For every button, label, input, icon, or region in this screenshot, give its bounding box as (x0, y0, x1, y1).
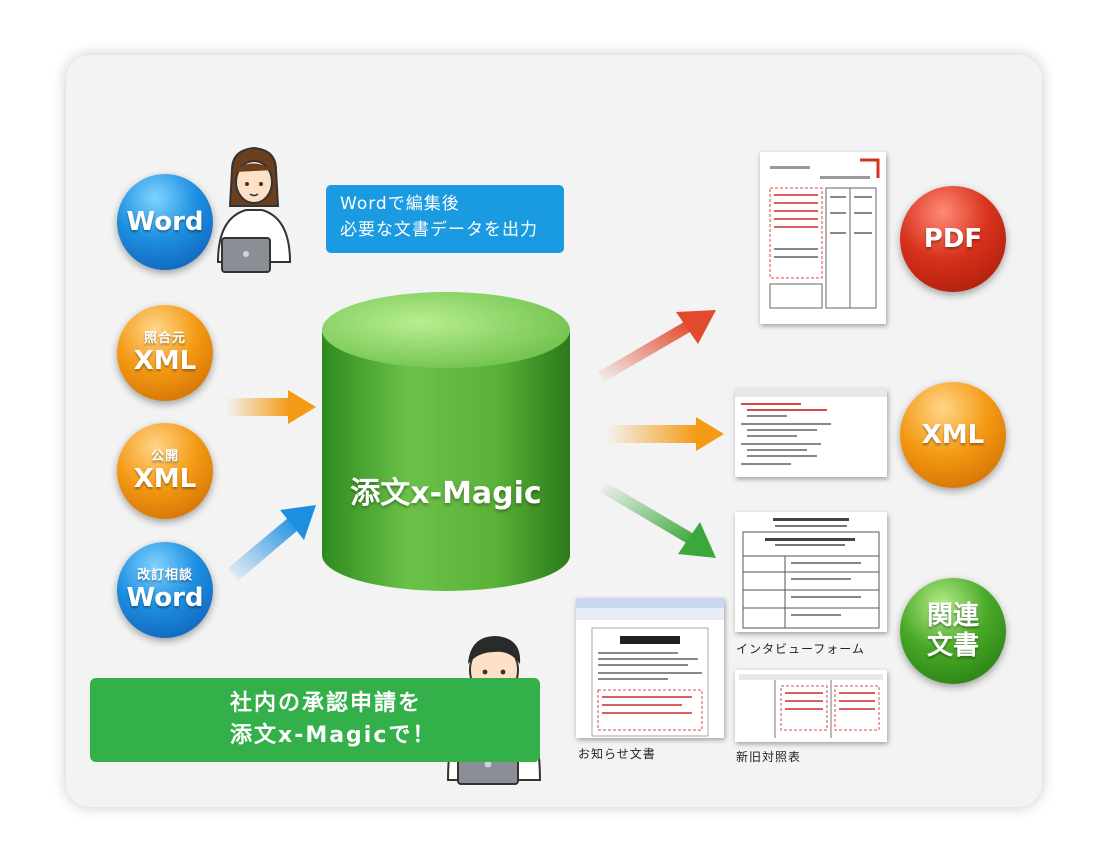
comparison-table-thumbnail (735, 670, 887, 742)
arrow-out-green (600, 482, 716, 558)
callout-line-1: Wordで編集後 (340, 194, 460, 214)
comparison-table-caption: 新旧対照表 (736, 750, 802, 764)
notice-document-caption: お知らせ文書 (578, 747, 656, 761)
related-docs-output-circle: 関連 文書 (900, 578, 1006, 684)
approval-banner: 社内の承認申請を 添文x-Magicで！ (90, 678, 540, 762)
ref-xml-top-label: 照合元 (143, 330, 186, 346)
pub-xml-top-label: 公開 (150, 448, 179, 464)
xml-output-label: XML (921, 420, 985, 450)
word-input-circle: Word (117, 174, 213, 270)
rev-word-top-label: 改訂相談 (136, 567, 193, 583)
edit-callout: Wordで編集後 必要な文書データを出力 (326, 185, 564, 253)
ref-xml-bottom-label: XML (133, 345, 197, 376)
xml-document-thumbnail (735, 389, 887, 477)
arrow-in-orange (226, 390, 316, 424)
rev-word-bottom-label: Word (126, 582, 204, 613)
banner-line-1: 社内の承認申請を (230, 691, 423, 716)
pub-xml-input-circle: 公開 XML (117, 423, 213, 519)
pub-xml-bottom-label: XML (133, 463, 197, 494)
pdf-output-label: PDF (923, 224, 983, 254)
notice-document-thumbnail (576, 598, 724, 738)
banner-line-2: 添文x-Magicで！ (230, 723, 437, 748)
database-cylinder (322, 292, 570, 591)
related-docs-line-1: 関連 (926, 601, 979, 631)
arrow-in-blue (228, 505, 316, 581)
xml-output-circle: XML (900, 382, 1006, 488)
ref-xml-input-circle: 照合元 XML (117, 305, 213, 401)
word-input-label: Word (126, 207, 204, 237)
interview-form-thumbnail (735, 512, 887, 632)
database-label: 添文x-Magic (350, 476, 542, 511)
pdf-document-thumbnail (760, 152, 886, 324)
interview-form-caption: インタビューフォーム (736, 642, 865, 656)
rev-word-input-circle: 改訂相談 Word (117, 542, 213, 638)
callout-line-2: 必要な文書データを出力 (340, 220, 538, 240)
related-docs-line-2: 文書 (926, 631, 979, 661)
pdf-output-circle: PDF (900, 186, 1006, 292)
woman-laptop-illustration (216, 146, 292, 273)
arrow-out-orange (606, 417, 724, 451)
arrow-out-red (598, 310, 716, 382)
